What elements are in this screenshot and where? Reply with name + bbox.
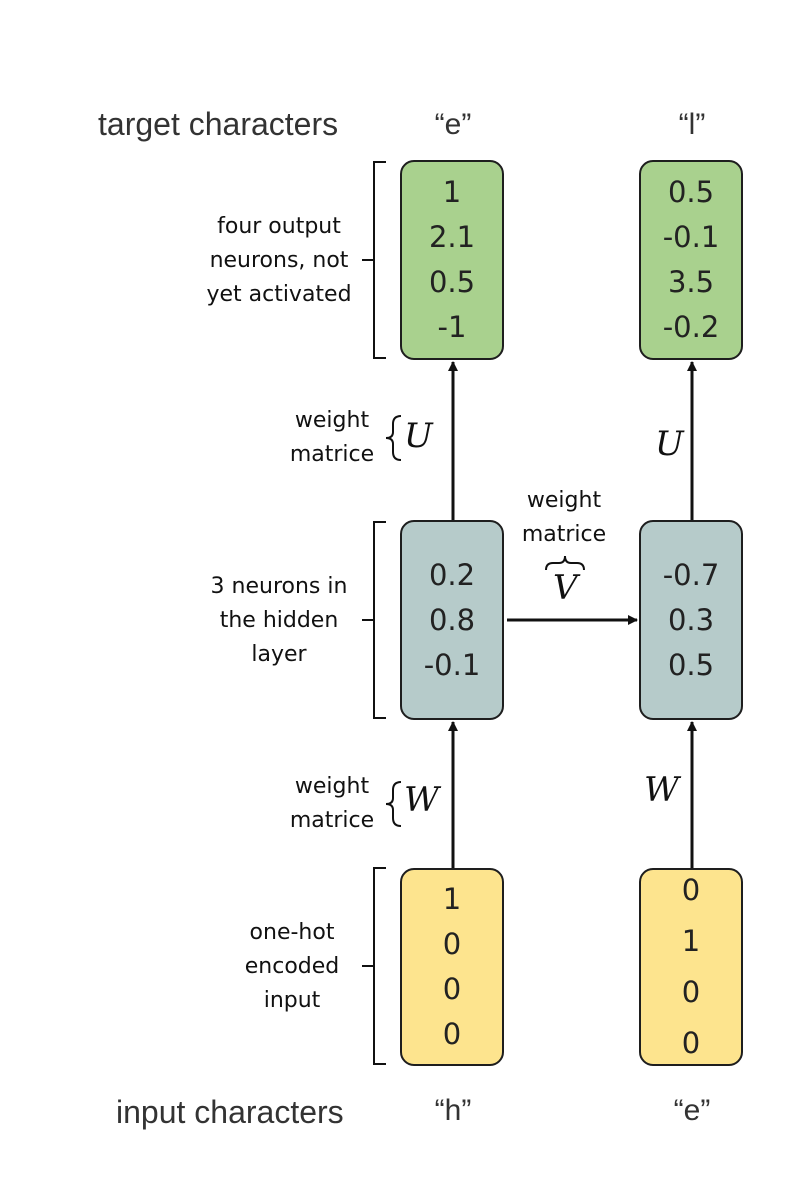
- annotation-line: matrice: [289, 442, 375, 467]
- input-char-2: “e”: [673, 1094, 711, 1127]
- output-value: 3.5: [667, 265, 715, 299]
- input-char-1: “h”: [434, 1094, 472, 1127]
- matrix-W-1: W: [404, 780, 439, 820]
- input-value: 0: [681, 1026, 701, 1060]
- input-value: 1: [681, 924, 701, 958]
- output-box-1: 1 2.1 0.5 -1: [400, 160, 504, 360]
- annotation-line: one-hot: [249, 920, 335, 945]
- output-value: -0.2: [662, 310, 720, 344]
- input-layer-annotation: one-hot encoded input: [212, 916, 372, 1018]
- bracket-hidden: [362, 521, 386, 719]
- matrix-W-2: W: [644, 770, 679, 810]
- hidden-value: 0.3: [667, 602, 715, 637]
- target-char-2: “l”: [678, 108, 706, 141]
- output-value: 2.1: [428, 220, 476, 254]
- hidden-value: -0.7: [662, 557, 720, 592]
- brace-V: [545, 555, 585, 571]
- input-value: 1: [442, 882, 462, 916]
- target-char-1: “e”: [434, 108, 472, 141]
- hidden-value: 0.8: [428, 602, 476, 637]
- brace-U: [385, 415, 402, 461]
- annotation-line: weight: [526, 488, 602, 513]
- annotation-line: encoded: [244, 954, 340, 979]
- annotation-line: weight: [294, 774, 370, 799]
- input-value: 0: [442, 1017, 462, 1051]
- input-value: 0: [681, 873, 701, 907]
- input-box-1: 1 0 0 0: [400, 868, 504, 1066]
- output-value: -0.1: [662, 220, 720, 254]
- weight-matrice-label-U: weight matrice: [284, 404, 380, 472]
- output-value: 0.5: [667, 175, 715, 209]
- hidden-layer-annotation: 3 neurons in the hidden layer: [196, 570, 362, 672]
- input-characters-label: input characters: [116, 1094, 344, 1130]
- output-layer-annotation: four output neurons, not yet activated: [196, 210, 362, 312]
- hidden-value: 0.2: [428, 557, 476, 592]
- annotation-line: neurons, not: [209, 248, 349, 273]
- annotation-line: four output: [217, 214, 341, 239]
- bracket-input: [362, 867, 386, 1065]
- input-box-2: 0 1 0 0: [639, 868, 743, 1066]
- annotation-line: 3 neurons in: [210, 574, 348, 599]
- annotation-line: weight: [294, 408, 370, 433]
- output-value: 1: [442, 175, 462, 209]
- input-value: 0: [681, 975, 701, 1009]
- weight-matrice-label-W: weight matrice: [284, 770, 380, 838]
- annotation-line: matrice: [289, 808, 375, 833]
- output-value: -1: [437, 310, 467, 344]
- annotation-line: the hidden: [219, 608, 339, 633]
- input-value: 0: [442, 972, 462, 1006]
- annotation-line: layer: [251, 642, 307, 667]
- annotation-line: input: [263, 988, 321, 1013]
- annotation-line: matrice: [521, 522, 607, 547]
- matrix-U-1: U: [404, 416, 433, 456]
- hidden-value: -0.1: [423, 647, 481, 682]
- target-characters-label: target characters: [98, 106, 339, 142]
- annotation-line: yet activated: [206, 282, 352, 307]
- matrix-V: V: [553, 568, 578, 608]
- input-value: 0: [442, 927, 462, 961]
- weight-matrice-label-V: weight matrice: [514, 484, 614, 552]
- bracket-output: [362, 161, 386, 359]
- output-value: 0.5: [428, 265, 476, 299]
- hidden-box-1: 0.2 0.8 -0.1: [400, 520, 504, 720]
- matrix-U-2: U: [655, 424, 684, 464]
- brace-W: [385, 781, 402, 827]
- hidden-value: 0.5: [667, 647, 715, 682]
- hidden-box-2: -0.7 0.3 0.5: [639, 520, 743, 720]
- output-box-2: 0.5 -0.1 3.5 -0.2: [639, 160, 743, 360]
